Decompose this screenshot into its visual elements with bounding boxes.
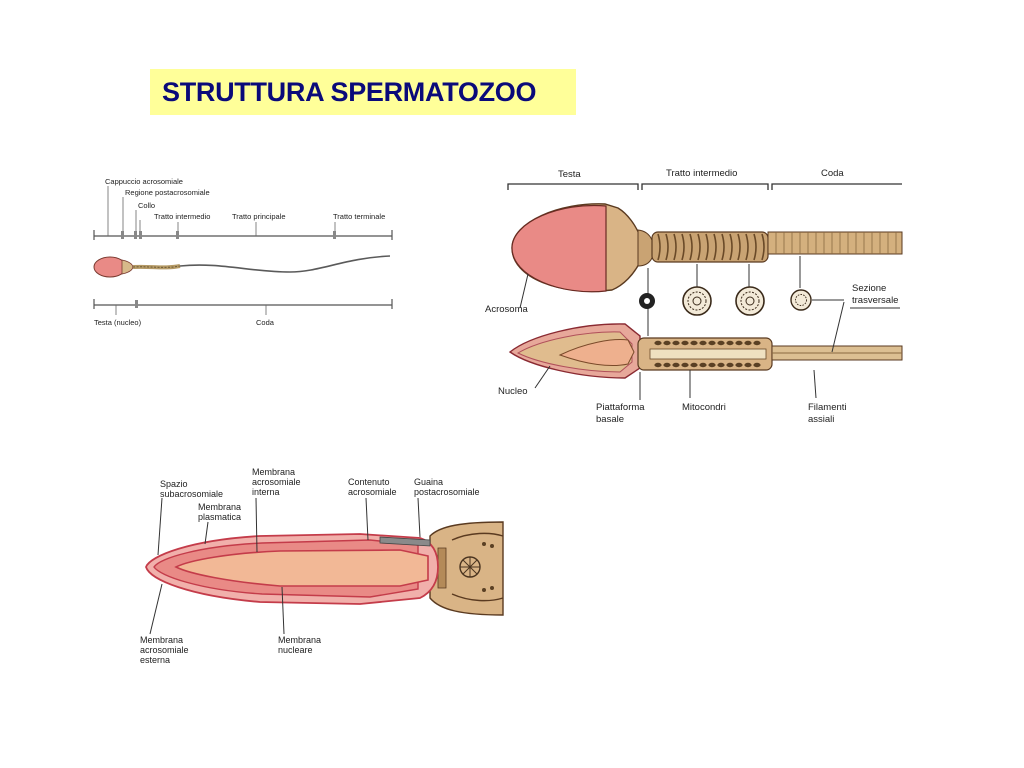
figure-acrosome-detail: Spazio subacrosomiale Membrana plasmatic… — [140, 467, 504, 665]
label-subacrosomiale: subacrosomiale — [160, 489, 223, 499]
cs-neck-center — [644, 298, 650, 304]
cross-section-midpiece-2 — [735, 286, 765, 316]
fig1-label-testa: Testa (nucleo) — [94, 318, 142, 327]
label-trasversale: trasversale — [852, 295, 898, 306]
label-acrosoma: Acrosoma — [485, 304, 528, 315]
fig1-sperm-neck — [121, 259, 134, 275]
section-guides — [647, 256, 801, 336]
label-membrana-plasmatica-2: plasmatica — [198, 512, 241, 522]
fig1-marker — [121, 231, 124, 239]
figure-detail: Testa Tratto intermedio Coda — [485, 168, 903, 425]
fig1-label-coda: Coda — [256, 318, 275, 327]
label-membrana-nucleare-2: nucleare — [278, 645, 313, 655]
tail-upper-ribs — [775, 232, 897, 254]
nucleus-body — [174, 549, 429, 587]
fig1-label-tratto-intermedio: Tratto intermedio — [154, 212, 210, 221]
fig1-tail — [179, 255, 391, 273]
fig1-label-postacrosomiale: Regione postacrosomiale — [125, 188, 210, 197]
label-filamenti: Filamenti — [808, 402, 847, 413]
label-guaina-2: postacrosomiale — [414, 487, 480, 497]
fig1-label-tratto-principale: Tratto principale — [232, 212, 286, 221]
fig1-marker — [134, 231, 137, 239]
label-basale: basale — [596, 414, 624, 425]
fig1-marker — [176, 231, 179, 239]
label-spazio: Spazio — [160, 479, 188, 489]
fig1-label-tratto-terminale: Tratto terminale — [333, 212, 385, 221]
label-membrana-esterna-3: esterna — [140, 655, 170, 665]
neck-walls — [451, 532, 504, 602]
label-membrana-esterna-1: Membrana — [140, 635, 183, 645]
mitochondrial-coils — [657, 233, 765, 261]
slide-title: STRUTTURA SPERMATOZOO — [162, 76, 537, 107]
figure-whole-sperm: Cappuccio acrosomiale Regione postacroso… — [93, 177, 393, 327]
title-box: STRUTTURA SPERMATOZOO — [150, 69, 576, 115]
nucleus-section — [558, 339, 635, 367]
neck-upper — [637, 229, 653, 267]
fig1-label-collo: Collo — [138, 201, 155, 210]
label-membrana-plasmatica-1: Membrana — [198, 502, 241, 512]
bracket-tratto-intermedio — [641, 183, 769, 190]
bracket-coda — [771, 183, 902, 190]
cross-section-midpiece-1 — [682, 286, 712, 316]
bracket-testa — [507, 183, 639, 190]
label-guaina-1: Guaina — [414, 477, 443, 487]
axial-core — [649, 348, 767, 360]
cross-section-neck — [639, 293, 655, 309]
fig2-leaders — [519, 273, 845, 400]
section-label-testa: Testa — [558, 169, 581, 180]
label-nucleo: Nucleo — [498, 386, 528, 397]
label-membrana-interna-2: acrosomiale — [252, 477, 301, 487]
label-sezione: Sezione — [852, 283, 886, 294]
centriole-spokes — [460, 557, 480, 577]
label-piattaforma: Piattaforma — [596, 402, 645, 413]
label-contenuto-2: acrosomiale — [348, 487, 397, 497]
label-membrana-interna-1: Membrana — [252, 467, 295, 477]
label-membrana-interna-3: interna — [252, 487, 280, 497]
section-label-coda: Coda — [821, 168, 844, 179]
fig1-marker — [333, 231, 336, 239]
postacrosomal-sheath — [379, 536, 431, 547]
midpiece-upper — [651, 231, 769, 263]
label-membrana-esterna-2: acrosomiale — [140, 645, 189, 655]
fig3-leaders — [149, 497, 421, 635]
label-mitocondri: Mitocondri — [682, 402, 726, 413]
label-membrana-nucleare-1: Membrana — [278, 635, 321, 645]
mitochondria-dots — [654, 340, 761, 368]
fig1-label-cappuccio: Cappuccio acrosomiale — [105, 177, 183, 186]
fig1-midpiece-coils — [132, 265, 181, 268]
tail-upper — [767, 231, 903, 255]
label-contenuto-1: Contenuto — [348, 477, 390, 487]
basal-plate — [437, 547, 447, 589]
cross-section-tail — [790, 289, 812, 311]
fig1-marker — [135, 300, 138, 308]
section-label-tratto-intermedio: Tratto intermedio — [666, 168, 737, 179]
fig1-sperm-head — [93, 256, 127, 278]
acrosome-cap — [511, 204, 607, 293]
neck-granules — [482, 542, 494, 592]
label-assiali: assiali — [808, 414, 834, 425]
fig1-marker — [139, 231, 142, 239]
